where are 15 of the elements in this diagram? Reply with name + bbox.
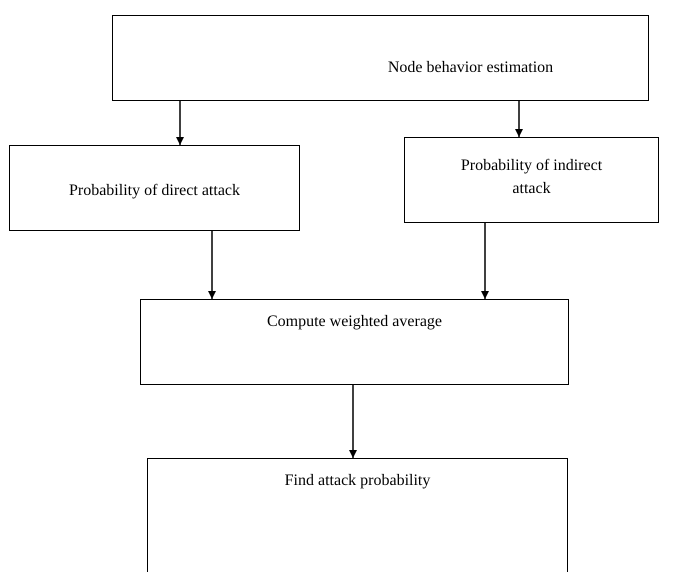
box-label: Node behavior estimation xyxy=(386,58,554,78)
process-box xyxy=(140,299,569,385)
process-box xyxy=(404,137,659,223)
box-label: Find attack probability xyxy=(284,471,432,491)
process-box xyxy=(9,145,300,231)
process-box xyxy=(147,458,568,572)
box-label: Probability of direct attack xyxy=(68,181,242,201)
arrow xyxy=(481,223,489,299)
arrow xyxy=(515,101,523,137)
box-label: Compute weighted average xyxy=(266,312,444,332)
arrow xyxy=(349,385,357,458)
box-label: Probability of indirect attack xyxy=(460,156,604,199)
process-box xyxy=(112,15,649,101)
arrow xyxy=(208,231,216,299)
arrow xyxy=(176,101,184,145)
